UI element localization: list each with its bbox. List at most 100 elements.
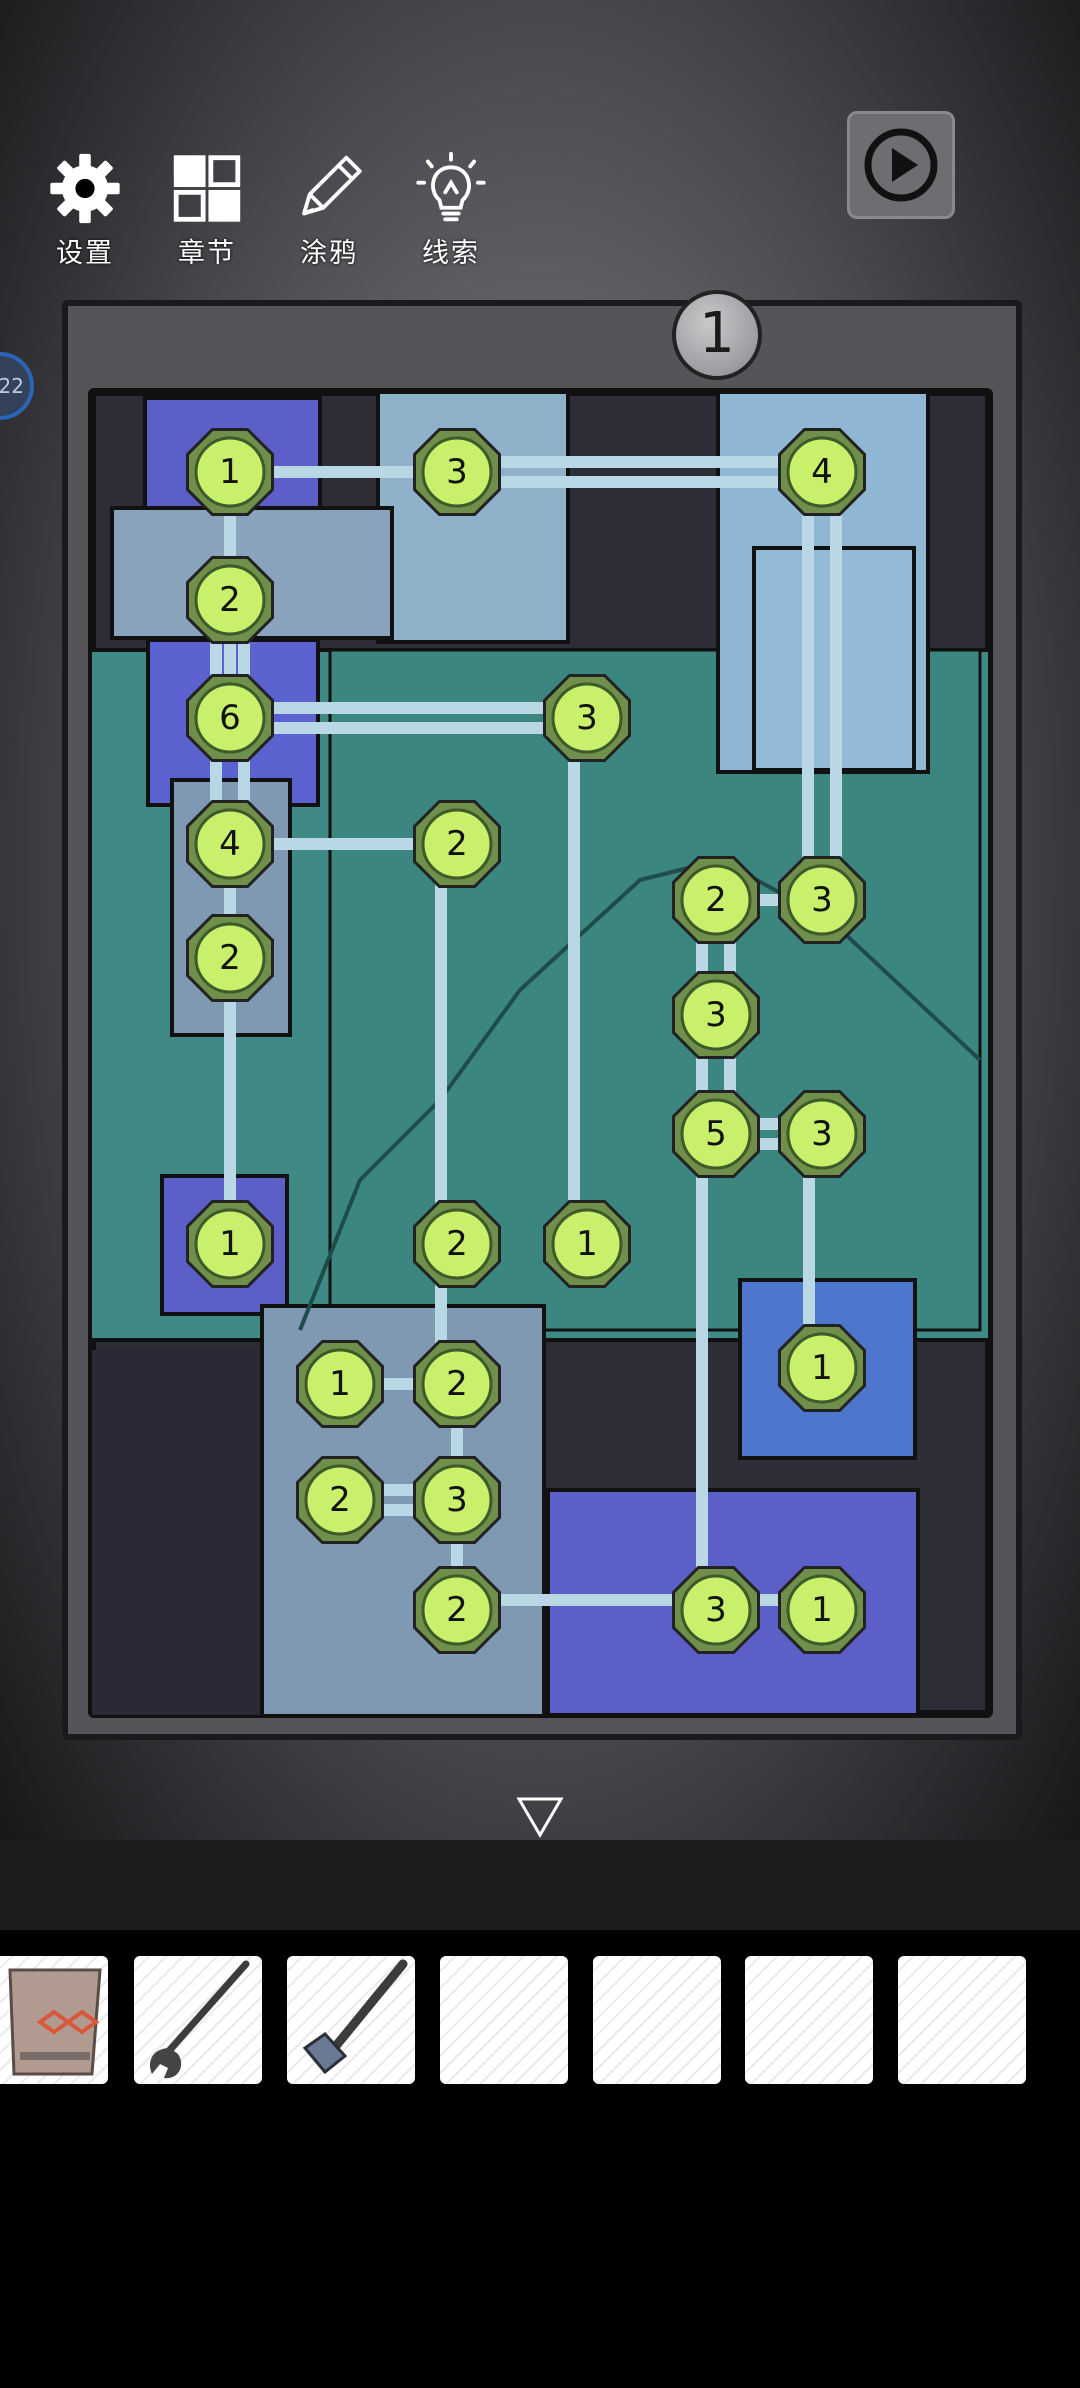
node-light	[194, 922, 266, 994]
inventory-slot-4[interactable]	[440, 1956, 568, 2084]
play-icon	[864, 128, 938, 202]
puzzle-node[interactable]: 2	[413, 1566, 501, 1654]
grid-icon	[173, 155, 241, 222]
puzzle-node[interactable]: 2	[296, 1456, 384, 1544]
puzzle-node[interactable]: 3	[413, 1456, 501, 1544]
node-light	[680, 1098, 752, 1170]
triangle-down-icon	[516, 1797, 564, 1838]
node-number: 2	[446, 1590, 468, 1630]
node-light	[304, 1464, 376, 1536]
inventory-bar	[0, 1930, 1080, 2388]
node-number: 6	[219, 698, 241, 738]
node-light	[194, 1208, 266, 1280]
node-number: 2	[219, 938, 241, 978]
node-light	[786, 436, 858, 508]
inventory-slot-1[interactable]	[0, 1956, 108, 2084]
puzzle-node[interactable]: 1	[543, 1200, 631, 1288]
wire-double	[224, 702, 593, 734]
node-light	[194, 436, 266, 508]
hammer-icon	[302, 1959, 408, 2075]
puzzle-node[interactable]: 2	[186, 556, 274, 644]
puzzle-node[interactable]: 3	[778, 856, 866, 944]
node-light	[421, 1464, 493, 1536]
node-light	[680, 979, 752, 1051]
settings-label: 设置	[56, 238, 114, 269]
node-light	[194, 808, 266, 880]
node-light	[421, 436, 493, 508]
node-number: 3	[811, 1114, 833, 1154]
node-light	[304, 1348, 376, 1420]
chapters-label: 章节	[178, 238, 236, 269]
node-number: 3	[446, 452, 468, 492]
pencil-icon	[302, 155, 362, 216]
node-number: 1	[811, 1348, 833, 1388]
node-number: 2	[219, 580, 241, 620]
back-button[interactable]	[515, 1795, 565, 1839]
node-number: 5	[705, 1114, 727, 1154]
node-number: 2	[446, 1224, 468, 1264]
puzzle-node[interactable]: 3	[672, 971, 760, 1059]
node-number: 3	[811, 880, 833, 920]
node-number: 1	[219, 452, 241, 492]
node-light	[551, 682, 623, 754]
puzzle-node[interactable]: 1	[778, 1566, 866, 1654]
wire-double	[802, 466, 842, 906]
node-number: 3	[446, 1480, 468, 1520]
puzzle-node[interactable]: 3	[543, 674, 631, 762]
puzzle-node[interactable]: 3	[672, 1566, 760, 1654]
node-light	[194, 564, 266, 636]
node-light	[421, 1208, 493, 1280]
inventory-slot-3[interactable]	[287, 1956, 415, 2084]
video-button[interactable]	[847, 111, 955, 219]
puzzle-node[interactable]: 2	[413, 800, 501, 888]
puzzle-node[interactable]: 2	[672, 856, 760, 944]
puzzle-node[interactable]: 6	[186, 674, 274, 762]
node-light	[194, 682, 266, 754]
node-light	[786, 864, 858, 936]
node-light	[680, 864, 752, 936]
puzzle-node[interactable]: 3	[778, 1090, 866, 1178]
puzzle-node[interactable]: 3	[413, 428, 501, 516]
settings-button[interactable]: 设置	[30, 150, 140, 270]
puzzle-node[interactable]: 4	[778, 428, 866, 516]
node-number: 3	[705, 995, 727, 1035]
chapters-button[interactable]: 章节	[152, 150, 262, 270]
puzzle-node[interactable]: 4	[186, 800, 274, 888]
puzzle-node[interactable]: 2	[413, 1200, 501, 1288]
puzzle-node[interactable]: 2	[186, 914, 274, 1002]
puzzle-node[interactable]: 2	[413, 1340, 501, 1428]
gear-icon	[50, 153, 120, 224]
node-number: 3	[705, 1590, 727, 1630]
node-number: 2	[705, 880, 727, 920]
node-light	[786, 1332, 858, 1404]
shelf	[0, 1840, 1080, 1930]
inventory-slot-2[interactable]	[134, 1956, 262, 2084]
panel-dark-bottom-left	[92, 1350, 260, 1715]
lightbulb-icon	[416, 151, 486, 222]
doodle-button[interactable]: 涂鸦	[274, 150, 384, 270]
hints-button[interactable]: 线索	[396, 150, 506, 270]
node-light	[680, 1574, 752, 1646]
puzzle-node[interactable]: 1	[186, 428, 274, 516]
bag-icon	[8, 1968, 102, 2076]
doodle-label: 涂鸦	[300, 238, 358, 269]
top-counter: 1	[672, 290, 762, 380]
node-light	[786, 1574, 858, 1646]
node-number: 4	[219, 824, 241, 864]
node-light	[551, 1208, 623, 1280]
node-number: 1	[219, 1224, 241, 1264]
node-number: 1	[329, 1364, 351, 1404]
puzzle-node[interactable]: 1	[778, 1324, 866, 1412]
node-light	[421, 808, 493, 880]
node-light	[786, 1098, 858, 1170]
inventory-slot-6[interactable]	[745, 1956, 873, 2084]
puzzle-node[interactable]: 1	[296, 1340, 384, 1428]
inventory-slot-5[interactable]	[593, 1956, 721, 2084]
hints-label: 线索	[422, 238, 480, 269]
node-number: 2	[329, 1480, 351, 1520]
inventory-slot-7[interactable]	[898, 1956, 1026, 2084]
puzzle-node[interactable]: 1	[186, 1200, 274, 1288]
node-light	[421, 1348, 493, 1420]
puzzle-node[interactable]: 5	[672, 1090, 760, 1178]
